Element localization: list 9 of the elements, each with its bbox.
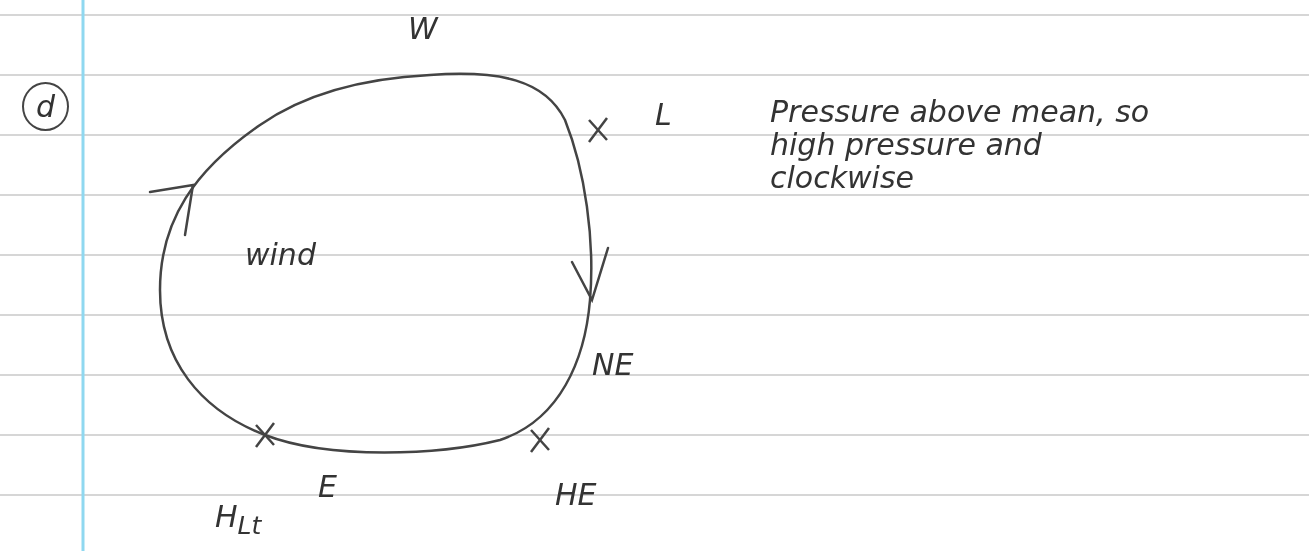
direction-label: W	[408, 12, 438, 45]
direction-label: E	[318, 470, 337, 503]
point-label: HE	[555, 478, 597, 511]
point-label: L	[655, 98, 672, 131]
wind-label: wind	[245, 238, 316, 271]
direction-label: NE	[592, 348, 634, 381]
explanation-note: Pressure above mean, so high pressure and clockwise	[770, 95, 1151, 194]
question-letter: d	[22, 82, 70, 131]
point-label: H$_{Lt}$	[215, 500, 262, 540]
